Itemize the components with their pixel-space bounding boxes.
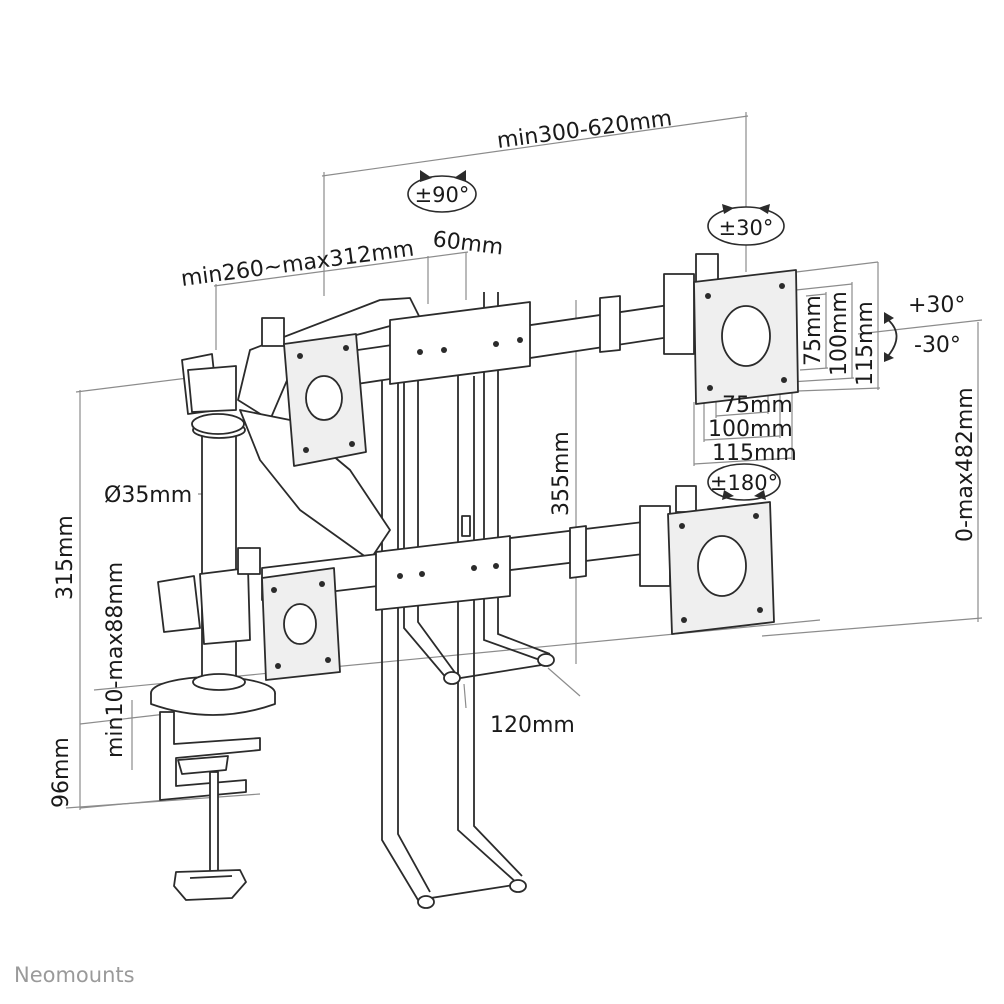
rotate-180-label: ±180°	[710, 471, 778, 495]
height-adjust-label: 0-max482mm	[953, 387, 978, 542]
grommet-spacing-label: 120mm	[490, 713, 575, 738]
tilt-icon	[884, 312, 898, 362]
vesa-plate-lower-left	[261, 567, 341, 681]
tilt-up-label: +30°	[908, 293, 965, 318]
desk-clamp	[150, 676, 276, 901]
swivel-30-label: ±30°	[719, 216, 774, 240]
clamp-height-label: 96mm	[49, 737, 74, 808]
pole-height-label: 355mm	[549, 431, 574, 516]
vesa-h-100-label: 100mm	[708, 417, 793, 442]
lower-arm	[157, 485, 697, 645]
vesa-plate-upper-left	[283, 333, 367, 467]
swivel-30-badge: ±30°	[707, 204, 785, 246]
vesa-v-75-label: 75mm	[801, 295, 826, 366]
rotate-180-badge: ±180°	[707, 463, 781, 501]
vesa-plate-upper-right	[693, 269, 799, 405]
brand-logo: Neomounts	[14, 963, 135, 987]
clamp-range-label: min10-max88mm	[103, 562, 128, 758]
vesa-v-100-label: 100mm	[827, 291, 852, 376]
vesa-h-115-label: 115mm	[712, 441, 797, 466]
pole-diameter-label: Ø35mm	[104, 483, 192, 508]
height-left-label: 315mm	[53, 515, 78, 600]
arm-length-label: min260~max312mm	[180, 237, 416, 292]
tilt-down-label: -30°	[914, 333, 961, 358]
rotate-90-badge: ±90°	[407, 170, 477, 213]
upper-arm	[181, 253, 719, 561]
rotate-90-label: ±90°	[415, 183, 470, 207]
vesa-h-75-label: 75mm	[722, 393, 793, 418]
vesa-plate-lower-right	[667, 501, 775, 635]
vesa-v-115-label: 115mm	[853, 301, 878, 386]
width-range-label: min300-620mm	[496, 106, 674, 154]
